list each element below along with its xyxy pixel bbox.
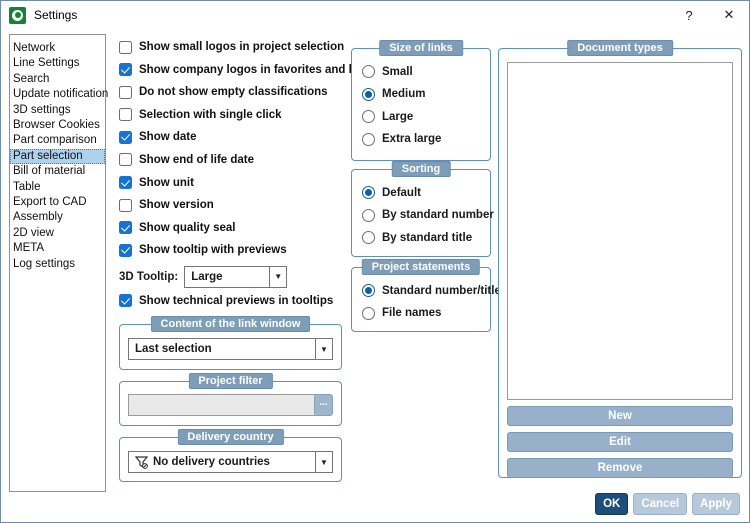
radio-icon — [362, 208, 375, 222]
titlebar: Settings ? ✕ — [1, 1, 749, 29]
sidebar-item-network[interactable]: Network — [13, 42, 56, 54]
checkbox-icon — [119, 108, 132, 122]
group-sorting: Sorting Default By standard number By st… — [351, 161, 494, 257]
3d-tooltip-select[interactable]: Large ▼ — [184, 265, 288, 288]
checkbox-show-company-logos[interactable]: Show company logos in favorites and link… — [119, 63, 375, 77]
checkbox-icon — [119, 176, 132, 190]
checkbox-show-tooltip-previews[interactable]: Show tooltip with previews — [119, 243, 347, 257]
sidebar-item-search[interactable]: Search — [13, 72, 50, 85]
no-delivery-filter-icon — [135, 455, 148, 469]
window-title: Settings — [34, 8, 78, 22]
checkbox-show-date[interactable]: Show date — [119, 130, 347, 144]
sidebar-item-line-settings[interactable]: Line Settings — [13, 57, 80, 70]
document-types-list[interactable] — [507, 62, 733, 400]
checkbox-show-small-logos[interactable]: Show small logos in project selection — [119, 40, 347, 54]
group-title: Project statements — [361, 259, 481, 275]
checkbox-single-click-selection[interactable]: Selection with single click — [119, 108, 347, 122]
link-window-content-select[interactable]: Last selection ▼ — [128, 338, 333, 360]
3d-tooltip-label: 3D Tooltip: — [119, 270, 179, 283]
radio-icon — [362, 284, 375, 297]
edit-button[interactable]: Edit — [507, 432, 733, 452]
radio-size-large[interactable]: Large — [362, 110, 490, 123]
cancel-button[interactable]: Cancel — [633, 493, 688, 515]
apply-button[interactable]: Apply — [692, 493, 740, 515]
checkbox-icon — [119, 130, 132, 144]
chevron-down-icon: ▼ — [315, 339, 332, 359]
radio-icon — [362, 87, 375, 101]
dialog-footer: OK Cancel Apply — [595, 493, 740, 515]
sidebar-item-meta[interactable]: META — [13, 242, 45, 255]
checkbox-show-quality-seal[interactable]: Show quality seal — [119, 221, 347, 235]
radio-size-medium[interactable]: Medium — [362, 87, 490, 101]
checkbox-show-unit[interactable]: Show unit — [119, 176, 347, 190]
sidebar-item-browser-cookies[interactable]: Browser Cookies — [13, 119, 100, 132]
group-size-of-links: Size of links Small Medium Large Extra l… — [351, 40, 491, 161]
group-content-link-window: Content of the link window Last selectio… — [119, 316, 342, 370]
group-title: Delivery country — [177, 429, 284, 445]
part-selection-options: Show small logos in project selection Sh… — [119, 40, 375, 317]
radio-sort-standard-title[interactable]: By standard title — [362, 231, 490, 244]
sidebar-item-part-comparison[interactable]: Part comparison — [13, 134, 97, 147]
checkbox-icon — [119, 221, 132, 235]
chevron-down-icon: ▼ — [315, 452, 332, 472]
sidebar-item-update-notification[interactable]: Update notification — [13, 88, 109, 101]
browse-button[interactable]: ... — [314, 394, 333, 416]
app-logo-icon — [9, 6, 26, 24]
sidebar-item-part-selection[interactable]: Part selection — [10, 148, 105, 165]
sidebar-item-export-to-cad[interactable]: Export to CAD — [13, 196, 87, 209]
help-button[interactable]: ? — [685, 7, 693, 23]
group-title: Sorting — [391, 161, 451, 177]
close-button[interactable]: ✕ — [723, 7, 735, 22]
group-title: Project filter — [188, 373, 273, 389]
checkbox-hide-empty-classifications[interactable]: Do not show empty classifications — [119, 85, 347, 99]
checkbox-show-technical-previews[interactable]: Show technical previews in tooltips — [119, 294, 347, 308]
sidebar-item-log-settings[interactable]: Log settings — [13, 257, 76, 270]
radio-size-extra-large[interactable]: Extra large — [362, 132, 490, 146]
checkbox-icon — [119, 243, 132, 257]
checkbox-show-version[interactable]: Show version — [119, 198, 347, 212]
new-button[interactable]: New — [507, 406, 733, 426]
group-project-statements: Project statements Standard number/title… — [351, 259, 501, 332]
checkbox-show-end-of-life-date[interactable]: Show end of life date — [119, 153, 347, 167]
radio-sort-standard-number[interactable]: By standard number — [362, 208, 494, 222]
sidebar-item-table[interactable]: Table — [13, 180, 41, 193]
sidebar-item-2d-view[interactable]: 2D view — [13, 226, 54, 239]
group-title: Content of the link window — [150, 316, 311, 332]
group-title: Document types — [567, 40, 673, 56]
group-title: Size of links — [379, 40, 463, 56]
settings-category-list: Network Line Settings Search Update noti… — [9, 34, 109, 492]
radio-icon — [362, 306, 375, 320]
chevron-down-icon: ▼ — [269, 266, 287, 287]
radio-size-small[interactable]: Small — [362, 65, 490, 78]
group-delivery-country: Delivery country No delivery countries ▼ — [119, 429, 342, 482]
checkbox-icon — [119, 85, 132, 99]
radio-icon — [362, 132, 375, 146]
checkbox-icon — [119, 63, 132, 77]
delivery-country-select[interactable]: No delivery countries ▼ — [128, 451, 333, 473]
radio-sort-default[interactable]: Default — [362, 186, 490, 199]
checkbox-icon — [119, 153, 132, 167]
remove-button[interactable]: Remove — [507, 458, 733, 478]
sidebar-item-3d-settings[interactable]: 3D settings — [13, 103, 71, 116]
group-project-filter: Project filter ... — [119, 373, 342, 426]
checkbox-icon — [119, 198, 132, 212]
ok-button[interactable]: OK — [595, 493, 629, 515]
group-document-types: Document types New Edit Remove — [498, 40, 742, 478]
radio-icon — [362, 65, 375, 78]
sidebar-item-assembly[interactable]: Assembly — [13, 211, 63, 224]
radio-icon — [362, 110, 375, 123]
checkbox-icon — [119, 294, 132, 308]
radio-statement-file-names[interactable]: File names — [362, 306, 490, 320]
radio-icon — [362, 186, 375, 199]
sidebar-item-bill-of-material[interactable]: Bill of material — [13, 165, 86, 178]
radio-statement-number-title[interactable]: Standard number/title — [362, 284, 501, 297]
project-filter-input[interactable] — [128, 394, 316, 416]
checkbox-icon — [119, 40, 132, 54]
radio-icon — [362, 231, 375, 244]
